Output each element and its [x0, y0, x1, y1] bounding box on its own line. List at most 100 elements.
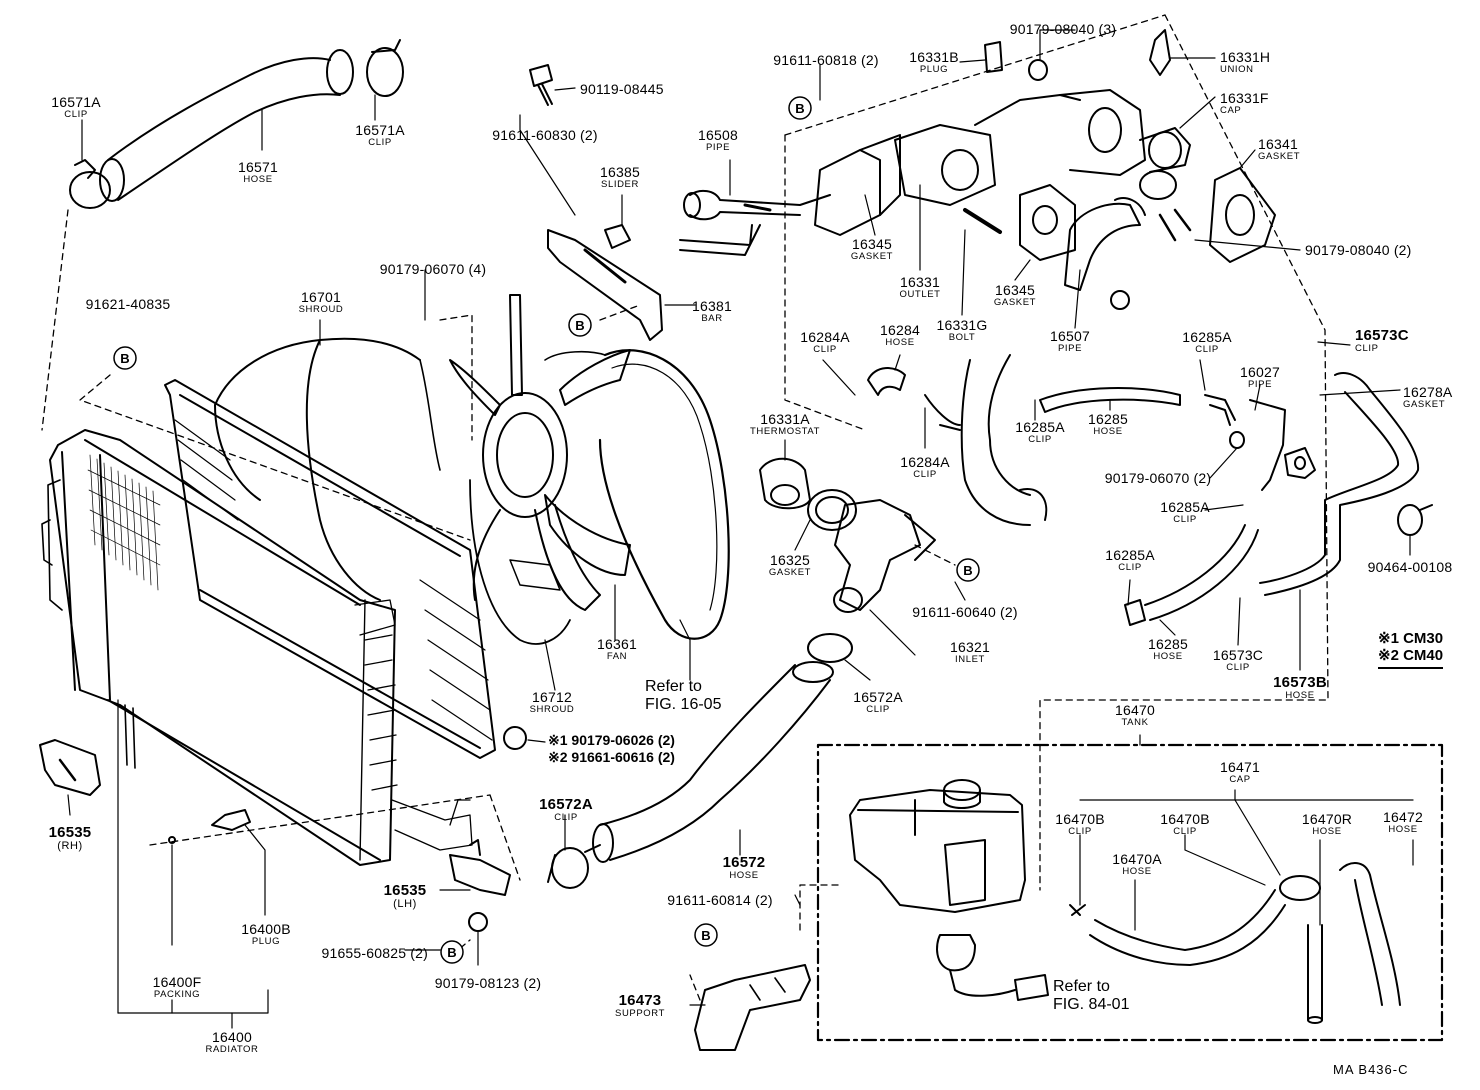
thermostat-inlet-drawing	[759, 457, 936, 613]
radiator-drawing	[41, 429, 473, 866]
hose-16571-drawing	[69, 39, 404, 209]
reference-fig-84-01: Refer to FIG. 84-01	[1053, 978, 1129, 1014]
callout-b-5: B	[701, 928, 710, 943]
legend-line-1: ※1 CM30	[1378, 630, 1444, 647]
variant-line-1: ※1 90179-06026 (2)	[548, 732, 675, 748]
label-90119-08445: 90119-08445	[580, 81, 664, 97]
label-16535-rh: 16535(RH)	[48, 824, 92, 852]
hose-16573B-drawing	[1259, 372, 1433, 596]
label-91611-60814: 91611-60814 (2)	[667, 892, 773, 908]
legend-line-2: ※2 CM40	[1378, 647, 1444, 665]
callout-b-3: B	[575, 318, 584, 333]
support-16535-rh-drawing	[39, 739, 101, 796]
hose-16572-drawing	[547, 633, 853, 889]
diagram-code: MA B436-C	[1333, 1062, 1409, 1077]
support-16535-lh-drawing	[449, 839, 511, 932]
label-91611-60830: 91611-60830 (2)	[492, 127, 598, 143]
label-90464-00108: 90464-00108	[1367, 559, 1453, 575]
label-16535-lh: 16535(LH)	[383, 882, 427, 910]
callout-b-2: B	[795, 101, 804, 116]
model-legend: ※1 CM30 ※2 CM40	[1378, 630, 1444, 669]
hose-16285-lower-drawing	[1124, 524, 1259, 626]
shroud-16712-drawing	[469, 479, 571, 645]
label-90179-08040-2: 90179-08040 (2)	[1305, 242, 1412, 258]
fan-16361-drawing	[449, 294, 631, 611]
nut-90179-06026-drawing	[503, 726, 527, 750]
water-outlet-drawing	[679, 29, 1192, 310]
label-91611-60818: 91611-60818 (2)	[773, 52, 879, 68]
bar-slider-drawing	[529, 64, 663, 341]
label-90179-06070-4: 90179-06070 (4)	[379, 261, 487, 277]
reference-fig-16-05: Refer to FIG. 16-05	[645, 678, 721, 714]
v-belt-drawing	[598, 349, 730, 640]
reference-fig-84-01-line1: Refer to	[1053, 978, 1110, 995]
variant-part-numbers: ※1 90179-06026 (2) ※2 91661-60616 (2)	[548, 732, 675, 765]
callout-b-4: B	[963, 563, 972, 578]
label-91611-60640: 91611-60640 (2)	[912, 604, 1018, 620]
reservoir-tank-drawing	[849, 779, 1049, 1001]
variant-line-2: ※2 91661-60616 (2)	[548, 748, 675, 765]
reservoir-dash-dot-frame	[816, 743, 1444, 1042]
reference-fig-84-01-line2: FIG. 84-01	[1053, 995, 1130, 1013]
label-91655-60825: 91655-60825 (2)	[321, 945, 428, 961]
plug-16400B-drawing	[168, 809, 251, 844]
bypass-hoses-drawing	[867, 354, 1286, 526]
reservoir-hoses-drawing	[1069, 862, 1401, 1024]
label-91621-40835: 91621-40835	[85, 296, 171, 312]
reference-fig-16-05-line2: FIG. 16-05	[645, 695, 722, 713]
gasket-16278A-drawing	[1284, 447, 1316, 479]
boundary-dashed-lines	[41, 14, 1329, 1001]
support-16473-drawing	[694, 964, 811, 1051]
leader-lines	[67, 29, 1414, 1029]
label-90179-08040-3: 90179-08040 (3)	[1009, 21, 1117, 37]
reference-fig-16-05-line1: Refer to	[645, 678, 702, 695]
